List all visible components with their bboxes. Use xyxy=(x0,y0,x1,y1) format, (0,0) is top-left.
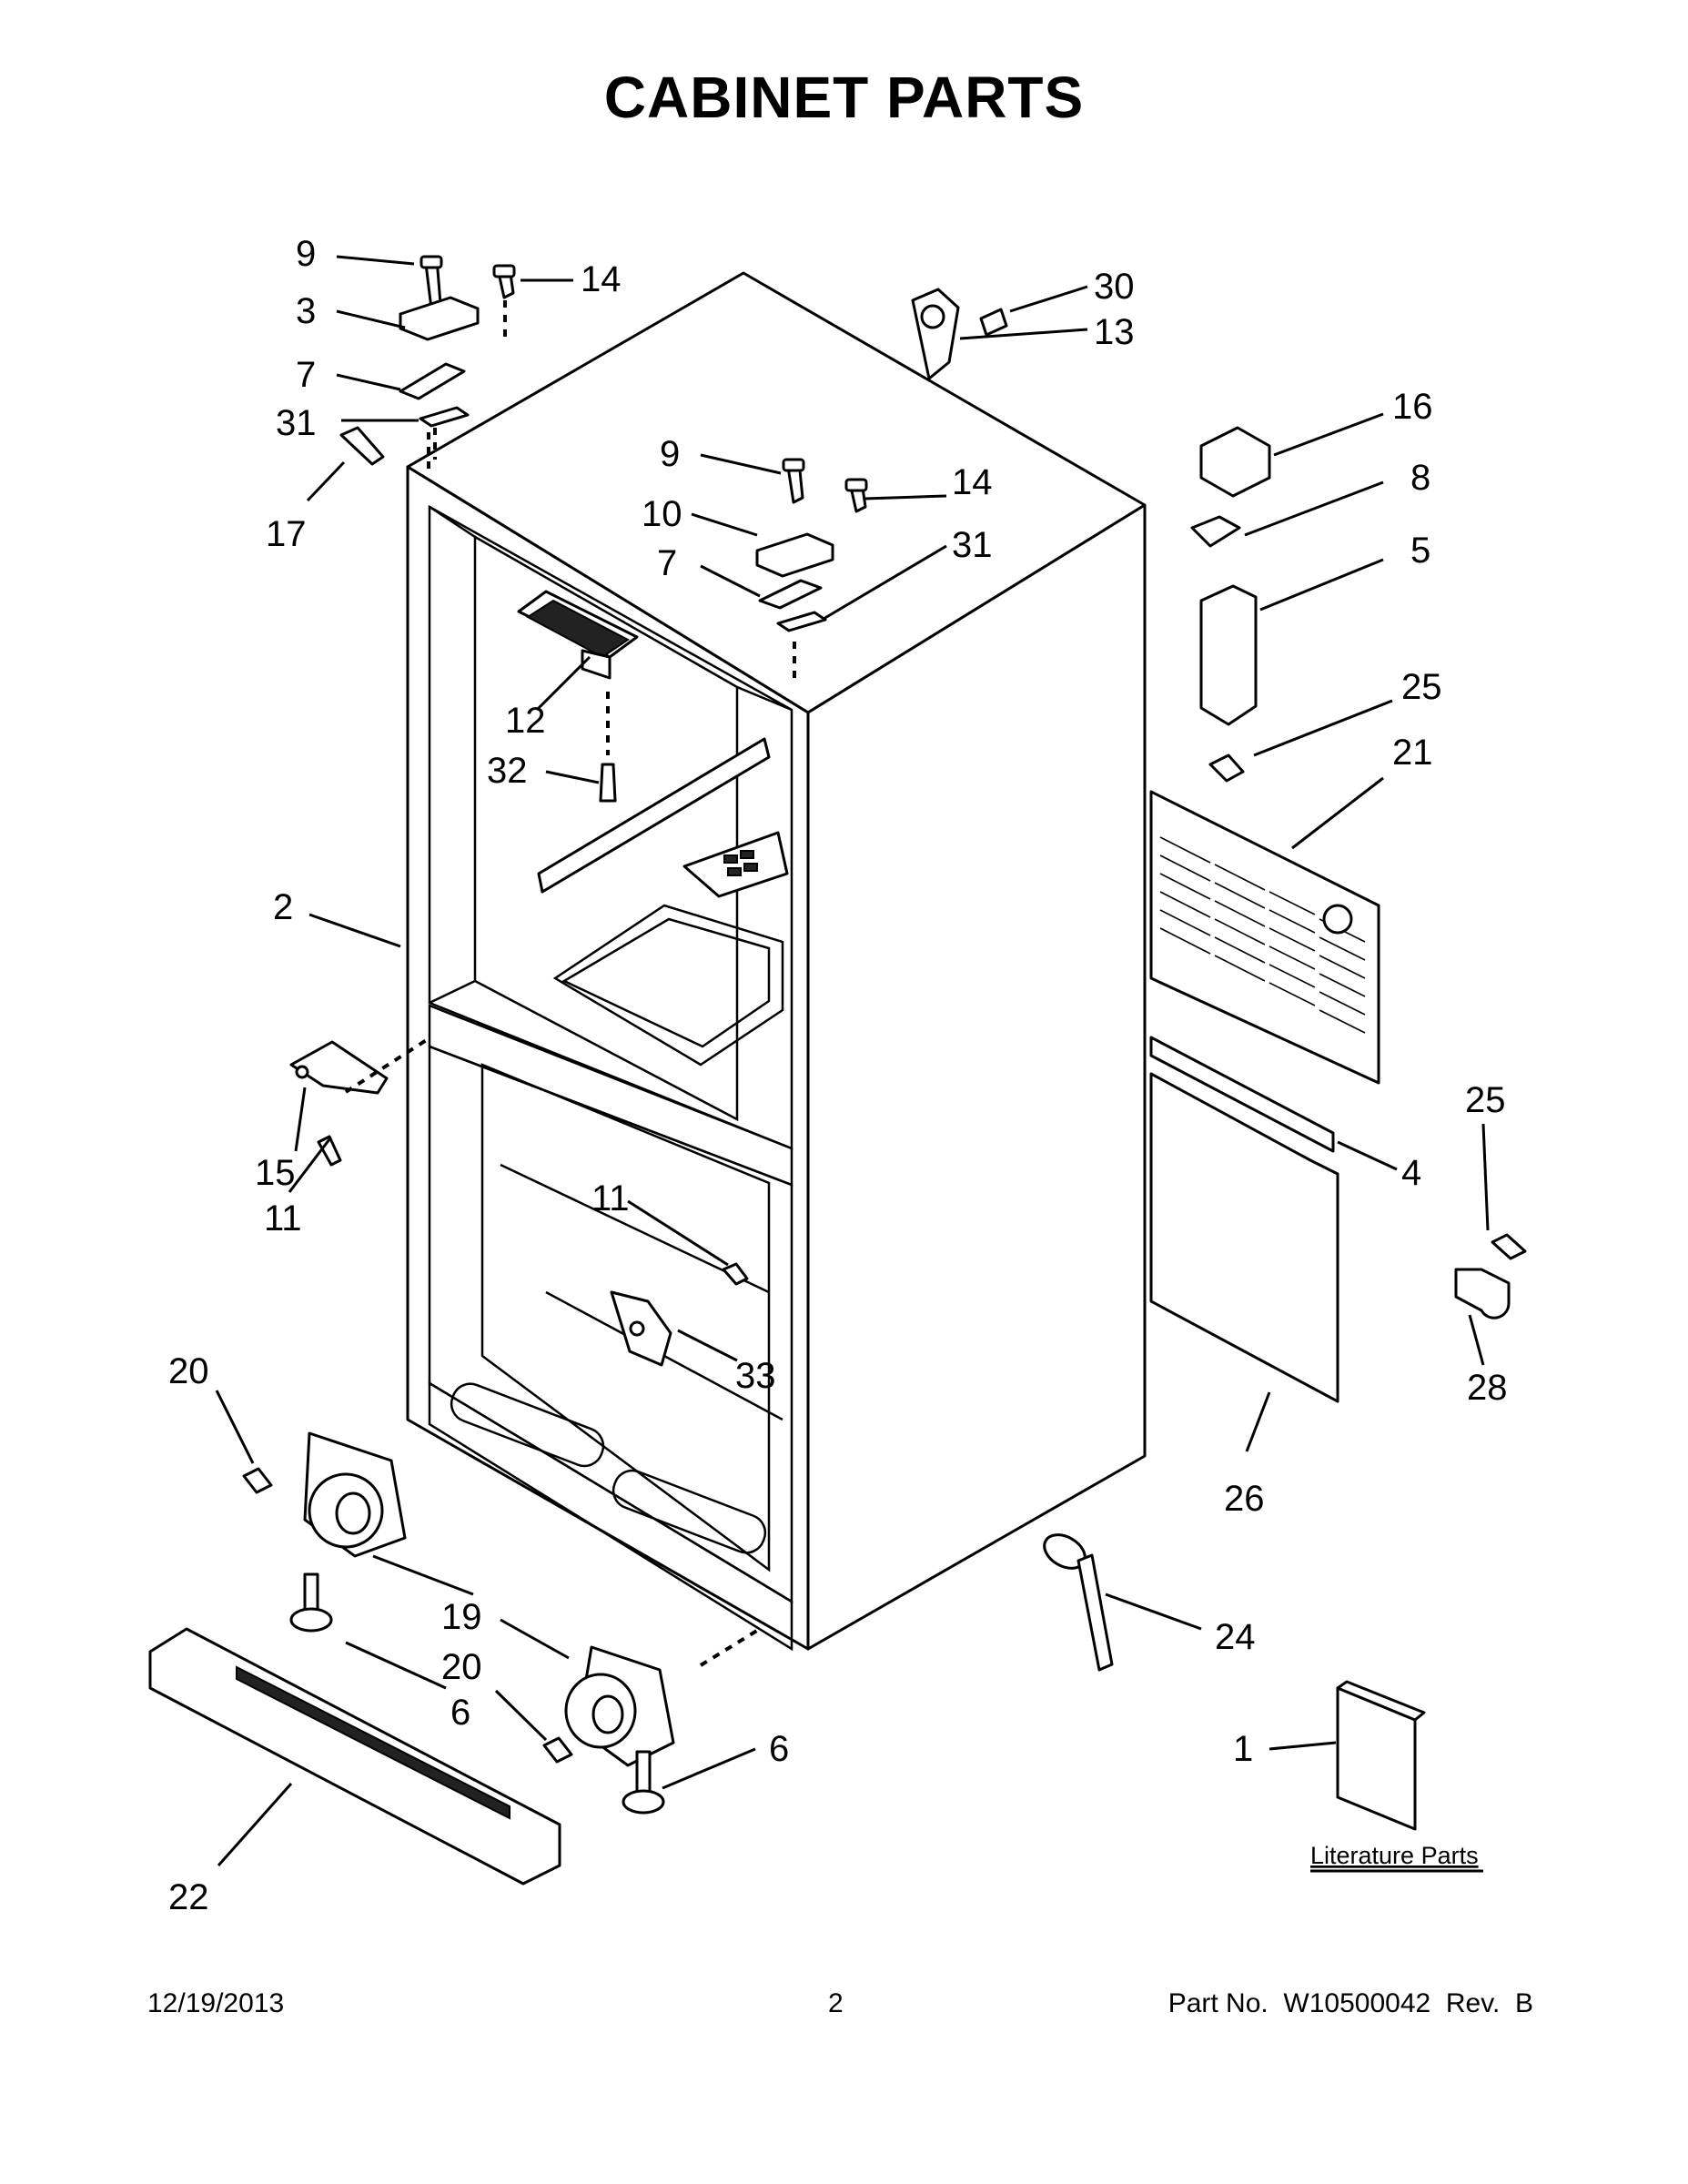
callout-13: 13 xyxy=(1094,312,1135,352)
page-title: CABINET PARTS xyxy=(603,65,1085,130)
callout-26: 26 xyxy=(1224,1479,1265,1519)
leader-lines xyxy=(215,255,1490,1866)
callout-6: 6 xyxy=(769,1729,789,1769)
callout-6: 6 xyxy=(450,1693,470,1733)
clip-28 xyxy=(1454,1233,1527,1320)
callout-24: 24 xyxy=(1215,1617,1256,1657)
callout-8: 8 xyxy=(1410,458,1430,498)
top-hinge-center-assembly xyxy=(755,458,868,632)
tool-24 xyxy=(1043,1533,1114,1672)
cover-5 xyxy=(1199,584,1258,726)
callout-7: 7 xyxy=(296,355,316,395)
callout-15: 15 xyxy=(255,1153,296,1193)
callout-17: 17 xyxy=(266,514,307,554)
footer-page-number: 2 xyxy=(828,1988,844,2018)
callout-31: 31 xyxy=(952,525,993,565)
grille-panel-21 xyxy=(1149,790,1380,1085)
callout-11: 11 xyxy=(591,1178,630,1218)
callout-16: 16 xyxy=(1392,387,1433,427)
callout-3: 3 xyxy=(296,291,316,331)
clip-16 xyxy=(1199,426,1271,498)
trim-strip-17 xyxy=(339,426,385,466)
callout-1: 1 xyxy=(1233,1729,1253,1769)
top-hinge-left-assembly xyxy=(399,255,516,460)
callout-25: 25 xyxy=(1465,1080,1506,1120)
literature-book-1 xyxy=(1336,1680,1426,1831)
callout-33: 33 xyxy=(735,1356,776,1396)
callout-25: 25 xyxy=(1401,667,1442,707)
footer-date: 12/19/2013 xyxy=(147,1988,285,2018)
callout-20: 20 xyxy=(168,1351,209,1391)
callout-5: 5 xyxy=(1410,531,1430,571)
leveling-leg-center xyxy=(622,1750,665,1815)
callout-2: 2 xyxy=(273,887,293,927)
callout-14: 14 xyxy=(581,259,622,299)
hinge-cover-13 xyxy=(911,288,1008,380)
vent-slots xyxy=(723,850,758,876)
callout-11: 11 xyxy=(264,1198,302,1239)
callout-30: 30 xyxy=(1094,267,1135,307)
screw-25-upper xyxy=(1208,753,1245,783)
callout-32: 32 xyxy=(487,751,528,791)
callout-22: 22 xyxy=(168,1877,209,1917)
roller-assembly-left xyxy=(242,1431,407,1558)
light-housing-12 xyxy=(517,590,639,803)
leveling-leg-left xyxy=(289,1572,333,1633)
callout-7: 7 xyxy=(657,543,677,583)
callout-4: 4 xyxy=(1401,1153,1421,1193)
callout-19: 19 xyxy=(441,1597,482,1637)
cabinet-body xyxy=(406,271,1147,1652)
callout-9: 9 xyxy=(660,434,680,474)
footer-part-number: Part No. W10500042 Rev. B xyxy=(1167,1988,1533,2018)
bracket-33 xyxy=(610,1262,749,1367)
callout-labels: 9 3 7 31 14 17 9 10 7 14 31 30 13 16 8 5… xyxy=(168,234,1508,1917)
literature-parts-label: Literature Parts xyxy=(1310,1842,1479,1869)
callout-12: 12 xyxy=(505,701,546,741)
callout-21: 21 xyxy=(1392,733,1433,773)
callout-9: 9 xyxy=(296,234,316,274)
clip-8 xyxy=(1190,515,1241,548)
callout-14: 14 xyxy=(952,462,993,502)
callout-20: 20 xyxy=(441,1647,482,1687)
seal-strip-4 xyxy=(1149,1036,1335,1153)
bracket-15 xyxy=(289,1037,430,1167)
panel-26 xyxy=(1149,1072,1339,1403)
callout-31: 31 xyxy=(276,403,317,443)
callout-10: 10 xyxy=(642,494,682,534)
toe-grille-22 xyxy=(148,1627,561,1886)
callout-28: 28 xyxy=(1467,1368,1508,1408)
roller-assembly-center xyxy=(542,1627,762,1767)
